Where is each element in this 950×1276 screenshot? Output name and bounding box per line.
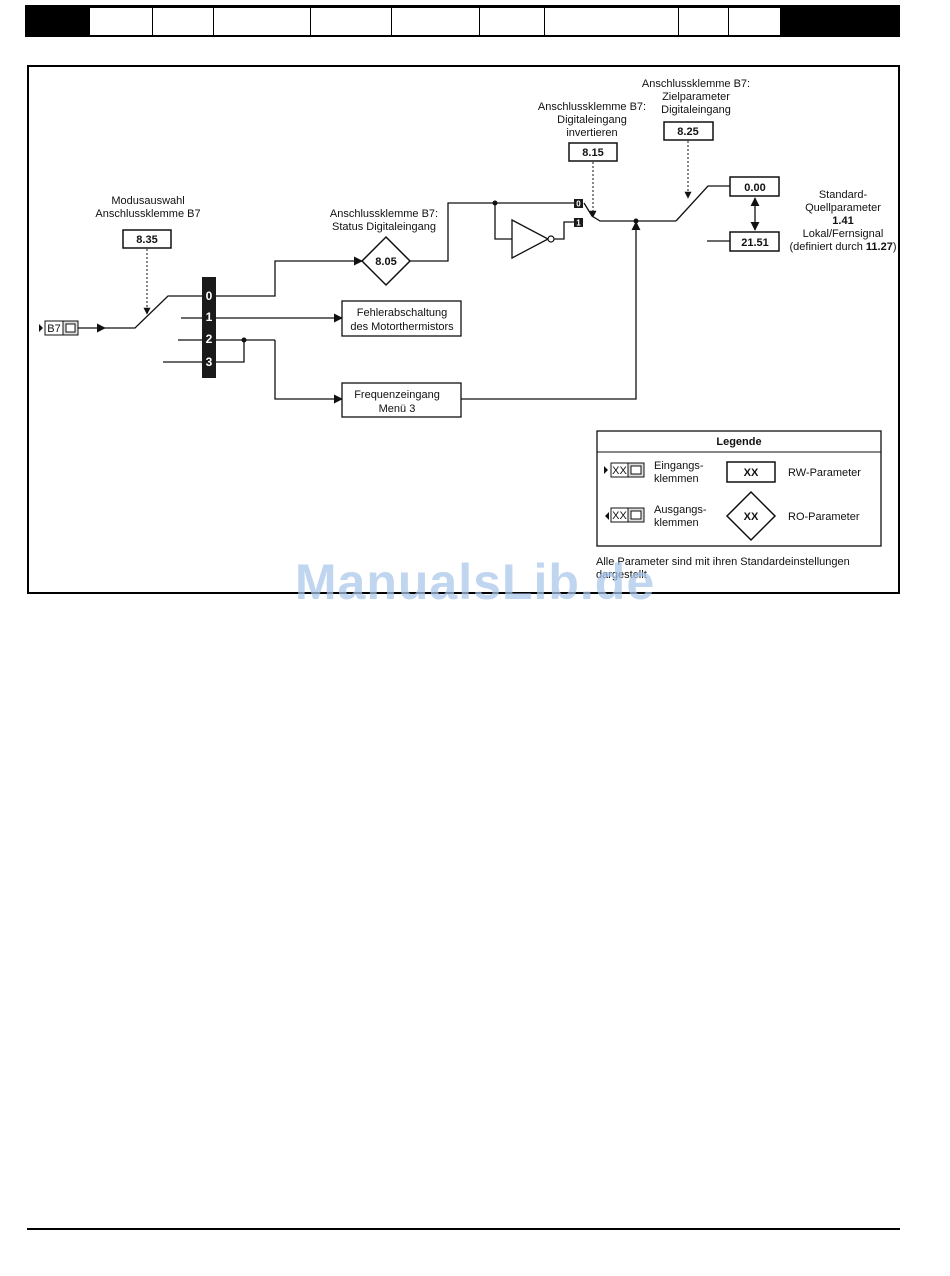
mode-switch-lever: [105, 295, 202, 329]
param-box-825: [663, 121, 714, 141]
output-note: Lokal/Fernsignal: [803, 228, 884, 240]
inverter-gate-icon: [511, 218, 550, 260]
legend-note: Alle Parameter sind mit ihren Standardei…: [596, 556, 853, 581]
thermistor-trip-label: Fehlerabschaltung: [357, 307, 448, 319]
junction-dot: [241, 337, 247, 343]
legend-input-terminal-text: XX: [612, 465, 627, 477]
param-825-text: 8.25: [677, 126, 698, 138]
legend-output-label: klemmen: [654, 517, 699, 529]
legend-note-text: Alle Parameter sind mit ihren Standardei…: [596, 556, 850, 568]
input-terminal-arrow-icon: [39, 324, 43, 332]
destination-label: Anschlussklemme B7:: [642, 78, 750, 90]
legend-output-label: Ausgangs-: [654, 504, 707, 516]
legend-rw-symbol: [726, 461, 776, 483]
legend-ro-label: RO-Parameter: [788, 511, 860, 523]
footer-rule: [27, 1228, 900, 1230]
input-arrow-icon: [604, 466, 608, 474]
header-tab: [392, 8, 480, 35]
header-tab: [311, 8, 392, 35]
output-note: (definiert durch 11.27): [789, 241, 896, 253]
switch-marker-0: [574, 199, 583, 208]
selector-position-1: 1: [206, 310, 213, 324]
legend-note-text-cont: dargestellt: [596, 569, 647, 581]
output-note: Quellparameter: [805, 202, 881, 214]
legend-ro-symbol: [725, 490, 777, 542]
mode-selector-bar: [202, 277, 216, 378]
mode-select-label: Anschlussklemme B7: [95, 208, 200, 220]
freq-output-connection: [461, 221, 641, 400]
status-input-label: Status Digitaleingang: [332, 221, 436, 233]
thermistor-trip-block: [341, 300, 462, 337]
terminal-square-inner-icon: [630, 465, 642, 475]
param-box-2151: [729, 231, 780, 252]
param-box-835: [122, 229, 172, 249]
invert-label: invertieren: [566, 127, 617, 139]
param-835-text: 8.35: [136, 234, 157, 246]
header-tab: [90, 8, 153, 35]
pos0-connection: [216, 256, 363, 297]
switch-marker-1: [574, 218, 583, 227]
watermark: ManualsLib.de: [294, 554, 656, 610]
legend-rw-symbol-text: XX: [744, 467, 759, 479]
header-tab: [679, 8, 729, 35]
inverter-bubble-icon: [547, 235, 555, 243]
param-805-text: 8.05: [375, 256, 396, 268]
selector-position-3: 3: [206, 355, 213, 369]
invert-switch-lever: [583, 202, 636, 222]
header-tab: [480, 8, 545, 35]
param-box-000: [729, 176, 780, 197]
destination-label: Digitaleingang: [661, 104, 731, 116]
header-tab: [153, 8, 214, 35]
freq-input-connection: [274, 340, 343, 404]
param-box-815: [568, 142, 618, 162]
output-note-param: 1.41: [832, 215, 853, 227]
selector-position-0: 0: [206, 289, 213, 303]
switch-marker-1-text: 1: [576, 219, 581, 228]
param-815-text: 8.15: [582, 147, 603, 159]
param-2151-text: 21.51: [741, 237, 769, 249]
destination-label: Zielparameter: [662, 91, 730, 103]
destination-switch-lever: [675, 185, 730, 222]
output-note-param: 11.27: [866, 241, 893, 253]
legend-output-terminal-text: XX: [612, 510, 627, 522]
page-header-tabs: [90, 8, 780, 35]
terminal-square-inner-icon: [630, 510, 642, 520]
pos3-connection: [216, 340, 245, 363]
status-input-label: Anschlussklemme B7:: [330, 208, 438, 220]
header-tab: [214, 8, 311, 35]
terminal-square-inner-icon: [65, 323, 76, 333]
selector-position-2: 2: [206, 332, 213, 346]
legend-input-label: Eingangs-: [654, 460, 704, 472]
thermistor-trip-label: des Motorthermistors: [350, 321, 454, 333]
legend-ro-symbol-text: XX: [744, 511, 759, 523]
frequency-input-block: [341, 382, 462, 418]
invert-label: Anschlussklemme B7:: [538, 101, 646, 113]
output-note: Standard-: [819, 189, 868, 201]
ro-param-805: [360, 235, 412, 287]
param-000-text: 0.00: [744, 182, 765, 194]
invert-label: Digitaleingang: [557, 114, 627, 126]
header-tab: [545, 8, 679, 35]
inverter-output-line: [554, 221, 574, 240]
switch-marker-0-text: 0: [576, 200, 581, 209]
inverter-input-line: [494, 203, 512, 240]
legend-input-label: klemmen: [654, 473, 699, 485]
legend-rw-label: RW-Parameter: [788, 467, 861, 479]
frequency-input-label: Frequenzeingang: [354, 389, 440, 401]
output-note-prefix: (definiert durch: [789, 241, 865, 253]
output-arrow-icon: [605, 512, 609, 520]
terminal-b7-label: B7: [47, 323, 60, 335]
status-output-connection: [410, 202, 575, 262]
mode-select-label: Modusauswahl: [111, 195, 184, 207]
frequency-input-label: Menü 3: [379, 403, 416, 415]
legend-title: Legende: [716, 436, 761, 448]
diagram-frame: [27, 65, 900, 594]
output-note-suffix: ): [893, 241, 897, 253]
